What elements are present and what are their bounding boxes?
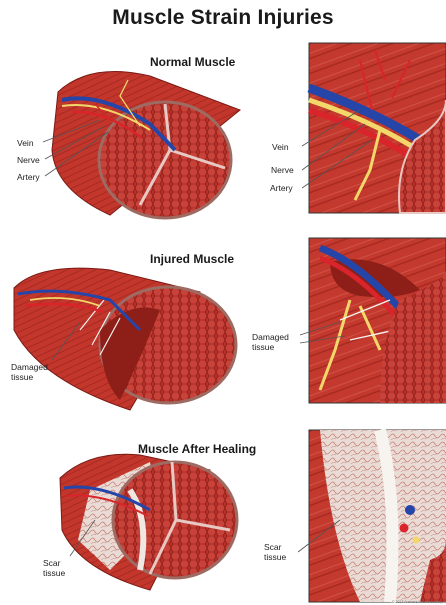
healed-muscle-figure (60, 454, 237, 590)
normal-muscle-figure (52, 72, 240, 218)
section-title-healing: Muscle After Healing (138, 442, 256, 456)
label-artery-right: Artery (270, 183, 293, 193)
section-title-injured: Injured Muscle (150, 252, 234, 266)
injured-muscle-figure (14, 268, 236, 410)
label-damaged-left: Damaged tissue (11, 362, 48, 382)
label-scar-left: Scar tissue (43, 558, 65, 578)
label-scar-right: Scar tissue (264, 542, 286, 562)
label-artery-left: Artery (17, 172, 40, 182)
healed-muscle-closeup (309, 430, 446, 602)
label-damaged-right: Damaged tissue (252, 332, 289, 352)
label-nerve-left: Nerve (17, 155, 40, 165)
label-vein-left: Vein (17, 138, 34, 148)
normal-muscle-closeup (309, 43, 446, 213)
label-vein-right: Vein (272, 142, 289, 152)
injured-muscle-closeup (309, 238, 446, 403)
image-credit: © 2017 Ardmore Muscle Society (392, 600, 442, 604)
section-title-normal: Normal Muscle (150, 55, 235, 69)
label-nerve-right: Nerve (271, 165, 294, 175)
